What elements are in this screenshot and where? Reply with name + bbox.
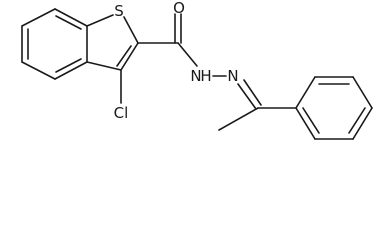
atom-label-oxygen: O [173,0,185,17]
bond [21,8,56,27]
inner-double-bond [55,58,82,73]
bond [21,61,56,80]
n-c-double-bond [237,83,257,110]
inner-double-bond [348,107,366,134]
bond [295,76,316,109]
c-n-bond [177,42,198,67]
methyl-bond [218,107,259,131]
bond [123,16,139,44]
bond [86,61,122,71]
atom-label-nh-h: H [200,67,211,85]
n-c-double-bond [243,79,262,106]
atom-label-imine-n: N [227,67,238,85]
thiophene-ring [86,14,139,71]
bond [295,107,316,140]
atom-label-chlorine: Cl [114,104,129,122]
bond [352,76,373,109]
inner-double-bond [302,107,320,134]
atom-label-nh-n: N [190,67,201,85]
chemical-structure-diagram: S O Cl N H N [21,0,373,140]
bond [54,61,88,80]
inner-double-bond [55,15,82,30]
bond [86,14,114,27]
phenyl-ring [295,76,373,140]
bond [120,42,139,71]
benzo-ring [21,8,88,80]
bond [352,107,373,140]
atom-label-sulfur: S [114,2,124,20]
inner-double-bond [116,45,132,67]
bond [54,8,88,27]
